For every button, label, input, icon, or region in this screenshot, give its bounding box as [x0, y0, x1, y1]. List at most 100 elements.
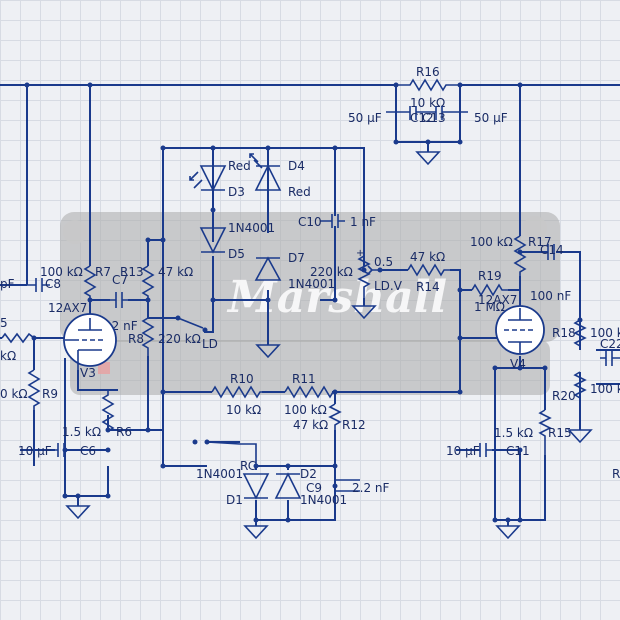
resistor-r20-value: 100 k: [590, 382, 620, 396]
resistor-r16-name: R16: [416, 65, 440, 79]
resistor-r14: [407, 263, 450, 277]
resistor-r11-name: R11: [292, 372, 316, 386]
resistor-r15-name: R15: [548, 426, 572, 440]
capacitor-c10-name: C10: [298, 215, 322, 229]
switch-rc: [192, 439, 257, 466]
resistor-r13-name: R13: [120, 265, 144, 279]
resistor-r14-value: 47 kΩ: [410, 250, 445, 264]
resistor-r5-value: kΩ: [0, 349, 16, 363]
diode-d7: [254, 256, 282, 281]
resistor-r18: [573, 319, 587, 350]
resistor-r6-value: 1.5 kΩ: [62, 425, 101, 439]
diode-d4-color: Red: [288, 185, 311, 199]
resistor-r18-name: R18: [552, 326, 576, 340]
resistor-r17-value: 100 kΩ: [470, 235, 513, 249]
potentiometer-value: 220 kΩ: [310, 265, 353, 279]
resistor-r15: [538, 409, 552, 455]
switch-ld: [175, 300, 214, 333]
tube-v4-name: V4: [510, 357, 526, 371]
diode-d5-part: 1N4001: [228, 221, 275, 235]
capacitor-c7: [110, 292, 128, 308]
resistor-r10: [211, 385, 262, 399]
capacitor-c13: [386, 106, 468, 142]
diode-d1-part: 1N4001: [196, 467, 243, 481]
resistor-r20-name: R20: [552, 389, 576, 403]
resistor-r9: [27, 369, 41, 410]
resistor-r20: [573, 371, 587, 405]
potentiometer-ld-vol: [357, 255, 380, 306]
resistor-r9-value: 0 kΩ: [0, 387, 28, 401]
resistor-r19-name: R19: [478, 269, 502, 283]
capacitor-c9-name: C9: [306, 481, 322, 495]
capacitor-c6-name: C6: [80, 444, 96, 458]
diode-d2-name: D2: [300, 467, 317, 481]
diode-d4-name: D4: [288, 159, 305, 173]
capacitor-c10-value: 1 nF: [350, 215, 376, 229]
resistor-r18-value: 100 k: [590, 326, 620, 340]
capacitor-c22-name: C22: [600, 337, 620, 351]
capacitor-c9-value: 2.2 nF: [352, 481, 390, 495]
resistor-r7: [83, 265, 97, 300]
tube-v3-name: V3: [80, 366, 96, 380]
capacitor-c11-name: C11: [506, 444, 530, 458]
resistor-r5-name: 5: [0, 316, 8, 330]
capacitor-c9: [335, 479, 360, 492]
resistor-r11-value: 100 kΩ: [284, 403, 327, 417]
ground-symbols: [65, 151, 593, 540]
diode-d3-color: Red: [228, 159, 251, 173]
resistor-r11: [284, 385, 335, 399]
diode-d4-led: [249, 153, 282, 191]
potentiometer-plus-sign: +: [356, 248, 364, 259]
diode-d7-name: D7: [288, 251, 305, 265]
resistor-r9-name: R9: [42, 387, 58, 401]
amp-background-image: Marshall: [60, 212, 560, 395]
diode-d3-led: [189, 165, 227, 192]
diode-d5: [199, 227, 227, 254]
resistor-r10-value: 10 kΩ: [226, 403, 261, 417]
capacitor-c13-value-left: 50 µF: [348, 111, 382, 125]
capacitor-c11-value: 10 µF: [446, 444, 480, 458]
capacitor-c22: [600, 350, 620, 366]
capacitor-c12-name: C12: [410, 111, 434, 125]
diode-d3-name: D3: [228, 185, 245, 199]
potentiometer-wiper-value: 0.5: [374, 255, 393, 269]
switch-ld-label: LD: [202, 337, 218, 351]
tube-v3-type: 12AX7: [48, 301, 87, 315]
resistor-r6: [101, 390, 115, 433]
resistor-r12-value: 47 kΩ: [293, 418, 328, 432]
capacitor-c14-name: C14: [540, 243, 564, 257]
tube-v4: [495, 305, 545, 355]
resistor-r16: [396, 78, 460, 92]
capacitor-c8-name: C8: [45, 277, 61, 291]
diode-d5-name: D5: [228, 247, 245, 261]
diode-d2-part: 1N4001: [300, 493, 347, 507]
resistor-r13: [141, 265, 155, 300]
capacitor-c14-value: 100 nF: [530, 289, 571, 303]
resistor-r7-name: R7: [95, 265, 111, 279]
capacitor-c10: [320, 214, 345, 228]
potentiometer-name: LD.V: [374, 279, 403, 293]
capacitor-c8-value: pF: [0, 277, 15, 291]
resistor-r17-name: R17: [528, 235, 552, 249]
resistor-r12-name: R12: [342, 418, 366, 432]
diode-d1-name: D1: [226, 493, 243, 507]
resistor-r8: [141, 317, 155, 356]
tube-v3: [63, 313, 117, 370]
capacitor-c13-name: C13: [422, 111, 446, 125]
resistor-r19-value: 1 MΩ: [474, 300, 505, 314]
tube-v4-type: 12AX7: [478, 293, 517, 307]
resistor-r15-value: 1.5 kΩ: [494, 426, 533, 440]
capacitor-c8: [27, 278, 50, 292]
resistor-r19: [471, 283, 508, 297]
diode-d1: [242, 473, 270, 500]
capacitor-c7-name: C7: [112, 273, 128, 287]
resistor-r6-name: R6: [116, 425, 132, 439]
resistor-r8-value: 220 kΩ: [158, 332, 201, 346]
capacitor-c13-value-right: 50 µF: [474, 111, 508, 125]
switch-rc-label: RC: [240, 459, 256, 473]
resistor-r7-value: 100 kΩ: [40, 265, 83, 279]
capacitor-c14: [547, 244, 555, 260]
resistor-r17: [513, 235, 527, 276]
resistor-r14-name: R14: [416, 280, 440, 294]
